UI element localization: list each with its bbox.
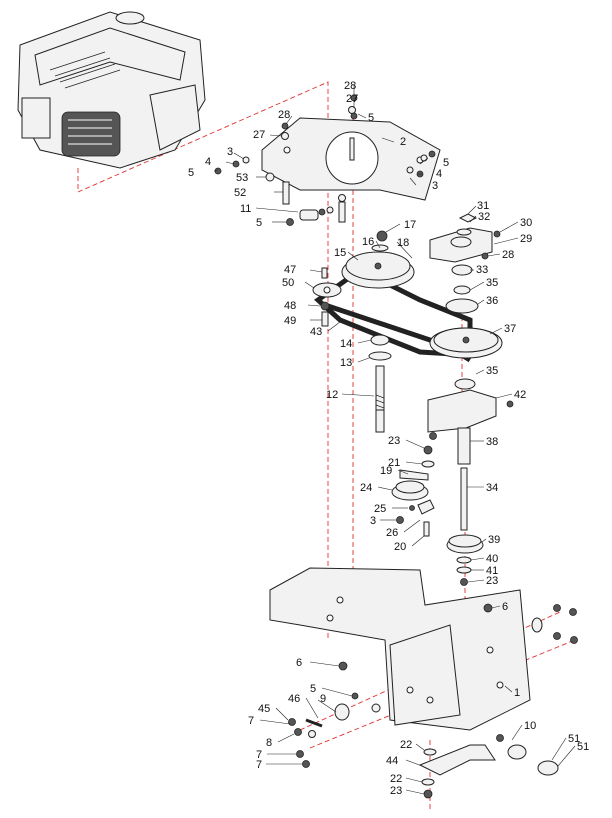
callout-35: 35 <box>486 365 498 377</box>
lever-hardware <box>288 703 350 768</box>
callout-40: 40 <box>486 553 498 565</box>
callout-4: 4 <box>436 168 442 180</box>
callout-4: 4 <box>205 156 211 168</box>
callout-26: 26 <box>386 527 398 539</box>
callout-8: 8 <box>266 737 272 749</box>
callout-22: 22 <box>400 739 412 751</box>
callout-23: 23 <box>388 435 400 447</box>
callout-38: 38 <box>486 436 498 448</box>
bottom-lever <box>418 744 559 799</box>
callout-41: 41 <box>486 565 498 577</box>
callout-20: 20 <box>394 541 406 553</box>
callout-29: 29 <box>520 233 532 245</box>
callout-39: 39 <box>488 534 500 546</box>
callout-3: 3 <box>432 180 438 192</box>
plate-hardware <box>214 94 436 226</box>
callout-7: 7 <box>256 759 262 771</box>
callout-47: 47 <box>284 264 296 276</box>
callout-5: 5 <box>256 217 262 229</box>
callout-46: 46 <box>288 693 300 705</box>
callout-labels: 28 27 5 28 27 2 3 4 5 53 52 5 4 3 11 5 1… <box>188 80 589 797</box>
callout-28: 28 <box>344 80 356 92</box>
callout-7: 7 <box>248 715 254 727</box>
callout-36: 36 <box>486 295 498 307</box>
callout-51: 51 <box>568 733 580 745</box>
callout-32: 32 <box>478 211 490 223</box>
callout-48: 48 <box>284 300 296 312</box>
callout-37: 37 <box>504 323 516 335</box>
idler-bracket <box>429 213 501 263</box>
column-shaft <box>446 427 484 586</box>
callout-23: 23 <box>390 785 402 797</box>
callout-6: 6 <box>296 657 302 669</box>
callout-10: 10 <box>524 720 536 732</box>
callout-51: 51 <box>577 741 589 753</box>
callout-25: 25 <box>374 503 386 515</box>
callout-42: 42 <box>514 389 526 401</box>
callout-52: 52 <box>234 187 246 199</box>
leader-lines <box>213 85 576 795</box>
main-frame <box>269 567 578 742</box>
callout-27: 27 <box>346 93 358 105</box>
callout-11: 11 <box>240 203 251 215</box>
belt-drive <box>312 251 503 363</box>
callout-2: 2 <box>400 136 406 148</box>
callout-24: 24 <box>360 482 372 494</box>
callout-22: 22 <box>390 773 402 785</box>
callout-15: 15 <box>334 247 346 259</box>
callout-23: 23 <box>486 575 498 587</box>
callout-44: 44 <box>386 755 398 767</box>
callout-16: 16 <box>362 236 374 248</box>
callout-5: 5 <box>443 157 449 169</box>
callout-3: 3 <box>370 515 376 527</box>
callout-31: 31 <box>477 200 489 212</box>
callout-9: 9 <box>320 693 326 705</box>
callout-45: 45 <box>258 703 270 715</box>
callout-21: 21 <box>388 457 400 469</box>
callout-12: 12 <box>326 389 338 401</box>
callout-13: 13 <box>340 357 352 369</box>
callout-5: 5 <box>310 683 316 695</box>
callout-30: 30 <box>520 217 532 229</box>
lower-bracket <box>427 378 514 440</box>
callout-34: 34 <box>486 482 498 494</box>
callout-7: 7 <box>256 749 262 761</box>
callout-49: 49 <box>284 315 296 327</box>
callout-27: 27 <box>253 129 265 141</box>
idler-arm-hardware <box>320 230 389 327</box>
callout-19: 19 <box>380 465 392 477</box>
callout-50: 50 <box>282 277 294 289</box>
callout-33: 33 <box>476 264 488 276</box>
callout-43: 43 <box>310 326 322 338</box>
callout-6: 6 <box>502 601 508 613</box>
engine-assembly <box>17 11 206 169</box>
callout-18: 18 <box>397 237 409 249</box>
callout-17: 17 <box>404 219 416 231</box>
callout-5: 5 <box>188 167 194 179</box>
callout-5: 5 <box>368 112 374 124</box>
callout-3: 3 <box>227 146 233 158</box>
center-shaft <box>368 334 392 433</box>
callout-28: 28 <box>278 109 290 121</box>
callout-28: 28 <box>502 249 514 261</box>
callout-1: 1 <box>514 687 520 699</box>
callout-53: 53 <box>236 172 248 184</box>
callout-35: 35 <box>486 277 498 289</box>
gear-stack <box>391 445 435 537</box>
callout-14: 14 <box>340 338 352 350</box>
